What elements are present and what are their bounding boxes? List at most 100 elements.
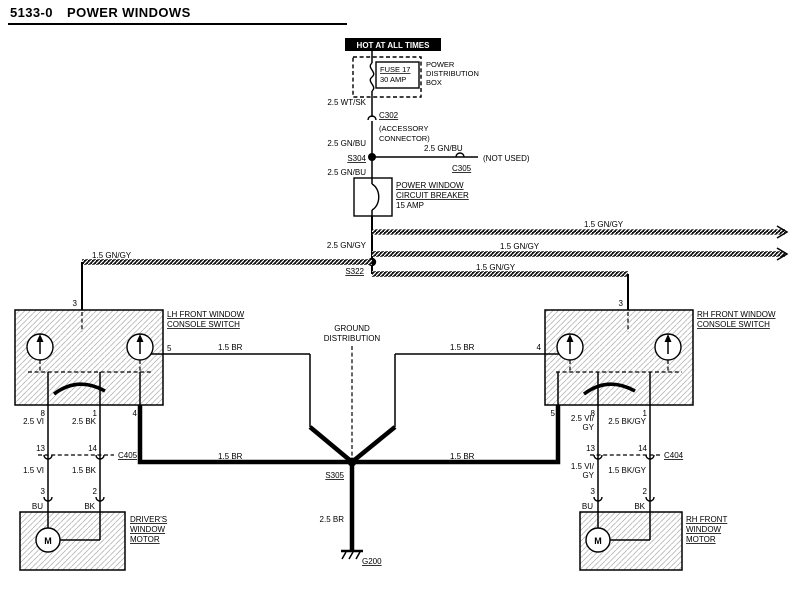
dist-box-label-1: POWER xyxy=(426,60,455,69)
rh-motor-name-2: WINDOW xyxy=(686,525,722,534)
lh-motor-internals xyxy=(35,512,101,553)
lh-wire-bk-low-label: 1.5 BK xyxy=(72,466,97,475)
circuit-breaker-box xyxy=(353,177,393,217)
bus-right-mid-label: 1.5 GN/GY xyxy=(500,242,540,251)
c404-label: C404 xyxy=(664,451,684,460)
fuse-rating-label: 30 AMP xyxy=(380,75,406,84)
rh-pin-14: 14 xyxy=(638,444,647,453)
rh-console-switch: 3 RH FRONT WINDOW CONSOLE SWITCH 4 5 8 1 xyxy=(537,299,776,418)
rh-motor-box xyxy=(579,511,683,571)
rh-motor-plug-icon-1 xyxy=(593,496,603,502)
ground-dist-label-1: GROUND xyxy=(334,324,370,333)
s322-label: S322 xyxy=(345,267,364,276)
c305-label: C305 xyxy=(452,164,472,173)
c302-desc-2: CONNECTOR) xyxy=(379,134,430,143)
rh-wire-bk-low-label: 1.5 BK/GY xyxy=(608,466,646,475)
lh-pin-2: 2 xyxy=(93,487,98,496)
fuse-name-label: FUSE 17 xyxy=(380,65,410,74)
c305-connector-icon xyxy=(455,152,465,158)
lh-wire-vi-label: 2.5 VI xyxy=(23,417,44,426)
c302-desc-1: (ACCESSORY xyxy=(379,124,428,133)
c405-label: C405 xyxy=(118,451,138,460)
lh-pin-3: 3 xyxy=(41,487,46,496)
rh-switch-internals xyxy=(545,312,682,405)
rh-wire-vi-label-2: GY xyxy=(582,423,594,432)
breaker-label-2: CIRCUIT BREAKER xyxy=(396,191,469,200)
header: 5133-0 POWER WINDOWS xyxy=(8,5,347,25)
c405-connector-icon-2 xyxy=(95,454,105,460)
hot-at-all-times-box xyxy=(345,38,441,51)
rh-br-upper-label: 1.5 BR xyxy=(450,343,475,352)
rh-motor-plug-icon-2 xyxy=(645,496,655,502)
lh-switch-pin-8: 8 xyxy=(41,409,46,418)
circuit-breaker-icon xyxy=(371,183,380,211)
rh-wire-bk-label: 2.5 BK/GY xyxy=(608,417,646,426)
rh-switch-pin-1: 1 xyxy=(643,409,648,418)
fuse-box xyxy=(375,61,420,89)
lh-console-switch: 3 LH FRONT WINDOW CONSOLE SWITCH 5 8 1 4 xyxy=(14,299,245,418)
s305-label: S305 xyxy=(325,471,344,480)
c302-connector-icon xyxy=(367,115,377,121)
lh-br-lower-label: 1.5 BR xyxy=(218,452,243,461)
lh-motor-name-3: MOTOR xyxy=(130,535,160,544)
rh-switch-name-1: RH FRONT WINDOW xyxy=(697,310,776,319)
rh-wire-vi-low-label-1: 1.5 VI/ xyxy=(571,462,595,471)
breaker-label-1: POWER WINDOW xyxy=(396,181,464,190)
wire-gn-bu-label-upper: 2.5 GN/BU xyxy=(327,139,366,148)
lh-switch-pin-right: 5 xyxy=(167,344,172,353)
rh-switch-name-2: CONSOLE SWITCH xyxy=(697,320,770,329)
lh-switch-pin-top: 3 xyxy=(73,299,78,308)
rh-switch-rocker-icon xyxy=(582,382,636,396)
wire-wt-sk-label: 2.5 WT/SK xyxy=(327,98,366,107)
rh-pin-13: 13 xyxy=(586,444,595,453)
rh-br-lower-label: 1.5 BR xyxy=(450,452,475,461)
lh-switch-name-1: LH FRONT WINDOW xyxy=(167,310,245,319)
g200-ground-icon xyxy=(341,549,363,560)
lh-switch-internals xyxy=(26,312,163,405)
lh-motor-branch: 2.5 VI 2.5 BK 13 14 C405 1.5 VI 1.5 BK 3… xyxy=(19,405,167,571)
bus-to-lh-label: 1.5 GN/GY xyxy=(92,251,132,260)
ground-wire-label: 2.5 BR xyxy=(320,515,345,524)
c404-connector-icon-2 xyxy=(645,454,655,460)
page-title: POWER WINDOWS xyxy=(67,5,191,20)
rh-wire-vi-low-label-2: GY xyxy=(582,471,594,480)
wire-gn-bu-branch-label: 2.5 GN/BU xyxy=(424,144,463,153)
fuse-icon xyxy=(369,62,375,92)
rh-switch-pin-top: 3 xyxy=(619,299,624,308)
ground-v-right xyxy=(350,425,397,464)
hot-at-all-times-label: HOT AT ALL TIMES xyxy=(357,41,431,50)
power-feed: HOT AT ALL TIMES FUSE 17 30 AMP POWER DI… xyxy=(327,38,530,276)
lh-pin-14: 14 xyxy=(88,444,97,453)
lh-color-bk: BK xyxy=(84,502,95,511)
not-used-label: (NOT USED) xyxy=(483,154,530,163)
rh-motor-internals xyxy=(585,512,651,553)
wire-gn-gy-label: 2.5 GN/GY xyxy=(327,241,367,250)
s304-label: S304 xyxy=(347,154,366,163)
rh-motor-branch: 2.5 VI/ GY 2.5 BK/GY 13 14 C404 1.5 VI/ … xyxy=(571,405,727,571)
rh-color-bu: BU xyxy=(582,502,593,511)
ground-dist-label-2: DISTRIBUTION xyxy=(324,334,381,343)
rh-motor-icon xyxy=(585,527,611,553)
g200-label: G200 xyxy=(362,557,382,566)
lh-motor-icon xyxy=(35,527,61,553)
lh-pin-13: 13 xyxy=(36,444,45,453)
doc-code: 5133-0 xyxy=(10,5,53,20)
rh-pin-3: 3 xyxy=(591,487,596,496)
rh-motor-symbol: M xyxy=(594,536,602,546)
lh-switch-pin-1: 1 xyxy=(93,409,98,418)
rh-color-bk: BK xyxy=(634,502,645,511)
lh-wire-bk-label: 2.5 BK xyxy=(72,417,97,426)
bus-to-rh-label: 1.5 GN/GY xyxy=(476,263,516,272)
lh-switch-name-2: CONSOLE SWITCH xyxy=(167,320,240,329)
lh-motor-symbol: M xyxy=(44,536,52,546)
rh-wire-vi-label-1: 2.5 VI/ xyxy=(571,414,595,423)
lh-color-bu: BU xyxy=(32,502,43,511)
gn-gy-bus: 1.5 GN/GY 1.5 GN/GY 1.5 GN/GY 1.5 GN/GY xyxy=(81,220,789,310)
lh-wire-vi-low-label: 1.5 VI xyxy=(23,466,44,475)
rh-switch-pin-8: 8 xyxy=(591,409,596,418)
rh-switch-pin-5: 5 xyxy=(551,409,556,418)
c405-connector-icon-1 xyxy=(43,454,53,460)
lh-motor-plug-icon-2 xyxy=(95,496,105,502)
